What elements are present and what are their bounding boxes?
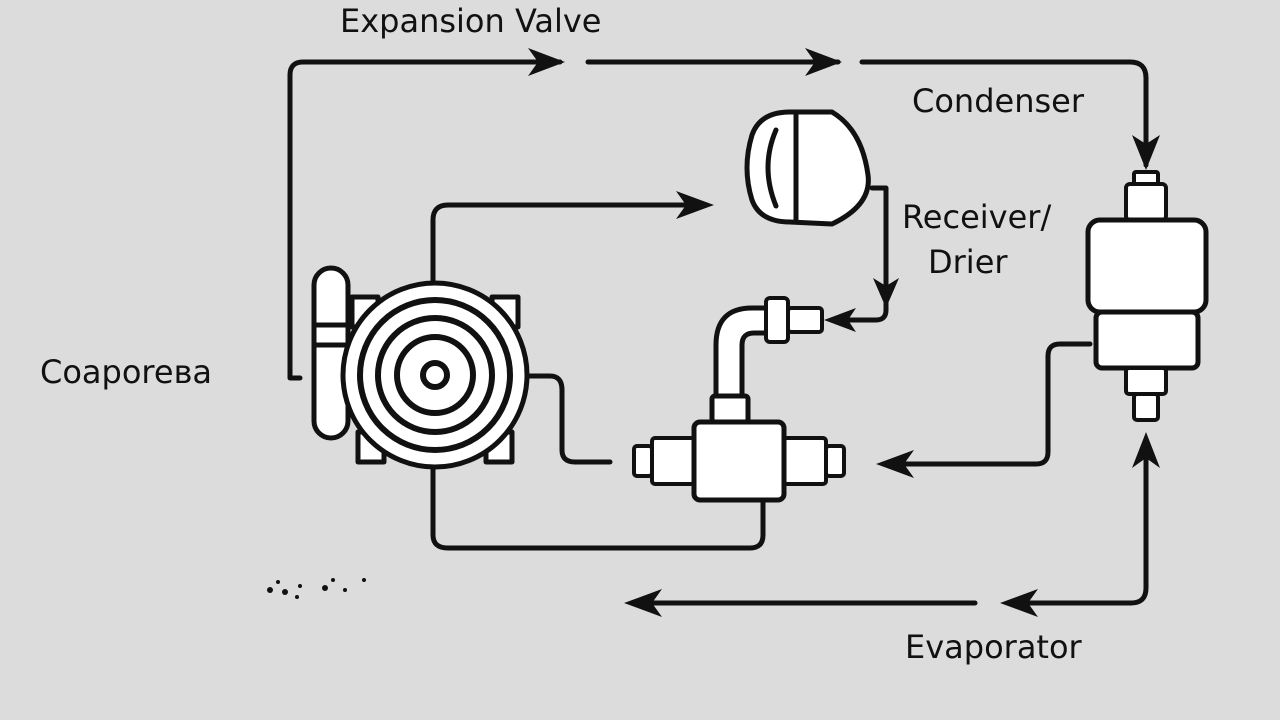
arrow-top-1 bbox=[528, 48, 565, 76]
arrow-expansion-down bbox=[873, 278, 899, 308]
elbow-stub bbox=[786, 306, 824, 334]
label-drier: Drier bbox=[928, 243, 1008, 281]
receiver-bottom-fitting bbox=[1124, 366, 1168, 396]
expansion-valve-inner-arc bbox=[765, 127, 779, 209]
compressor-pulley bbox=[340, 280, 530, 470]
arrow-top-2 bbox=[805, 48, 842, 76]
arrow-to-block bbox=[876, 450, 914, 478]
label-expansion-valve: Expansion Valve bbox=[340, 2, 601, 40]
compressor-ring-2 bbox=[375, 315, 495, 435]
receiver-top-fitting bbox=[1124, 182, 1168, 222]
compressor-ring-3 bbox=[394, 334, 476, 416]
block-left-nut bbox=[632, 444, 654, 478]
arrow-up-to-condenser bbox=[1132, 432, 1160, 468]
refrigerant-lines bbox=[287, 48, 1160, 617]
elbow-nut bbox=[764, 296, 790, 344]
elbow-collar bbox=[709, 393, 751, 425]
compressor-hub bbox=[420, 360, 450, 390]
arrow-condenser-down bbox=[1132, 135, 1160, 170]
compressor-component bbox=[311, 265, 530, 470]
arrow-evap-2 bbox=[624, 589, 662, 617]
receiver-body bbox=[1085, 217, 1209, 315]
receiver-base bbox=[1093, 309, 1201, 371]
top-line-segment-3 bbox=[859, 59, 1149, 168]
label-condenser: Condenser bbox=[912, 82, 1085, 120]
block-right-nut bbox=[824, 444, 846, 478]
speckle-marks bbox=[267, 578, 366, 599]
receiver-return-line bbox=[897, 341, 1093, 467]
discharge-line bbox=[430, 202, 693, 288]
expansion-to-elbow-line bbox=[837, 185, 889, 323]
block-right-port bbox=[782, 436, 828, 486]
arrow-to-expansion bbox=[676, 191, 714, 219]
valve-block-component bbox=[632, 419, 846, 503]
evaporator-line-right bbox=[1027, 442, 1149, 606]
label-evaporator: Evaporator bbox=[905, 628, 1083, 666]
receiver-bottom-stem bbox=[1132, 392, 1160, 422]
elbow-fitting-component bbox=[709, 296, 824, 425]
block-left-port bbox=[650, 436, 696, 486]
receiver-drier-component bbox=[1085, 170, 1209, 422]
compressor-ring-1 bbox=[357, 297, 513, 453]
arrow-to-elbow bbox=[824, 308, 856, 332]
block-body bbox=[691, 419, 787, 503]
arrow-evap-1 bbox=[1000, 589, 1038, 617]
compressor-side-pipe bbox=[311, 265, 351, 441]
expansion-valve-body bbox=[744, 109, 871, 227]
bottom-loop-line bbox=[430, 455, 766, 551]
expansion-valve-component bbox=[744, 109, 871, 227]
top-line-segment-1 bbox=[287, 59, 563, 381]
compressor-to-block-line bbox=[522, 373, 613, 465]
label-compressor: Coaporeва bbox=[40, 353, 212, 391]
label-receiver: Receiver/ bbox=[902, 198, 1051, 236]
